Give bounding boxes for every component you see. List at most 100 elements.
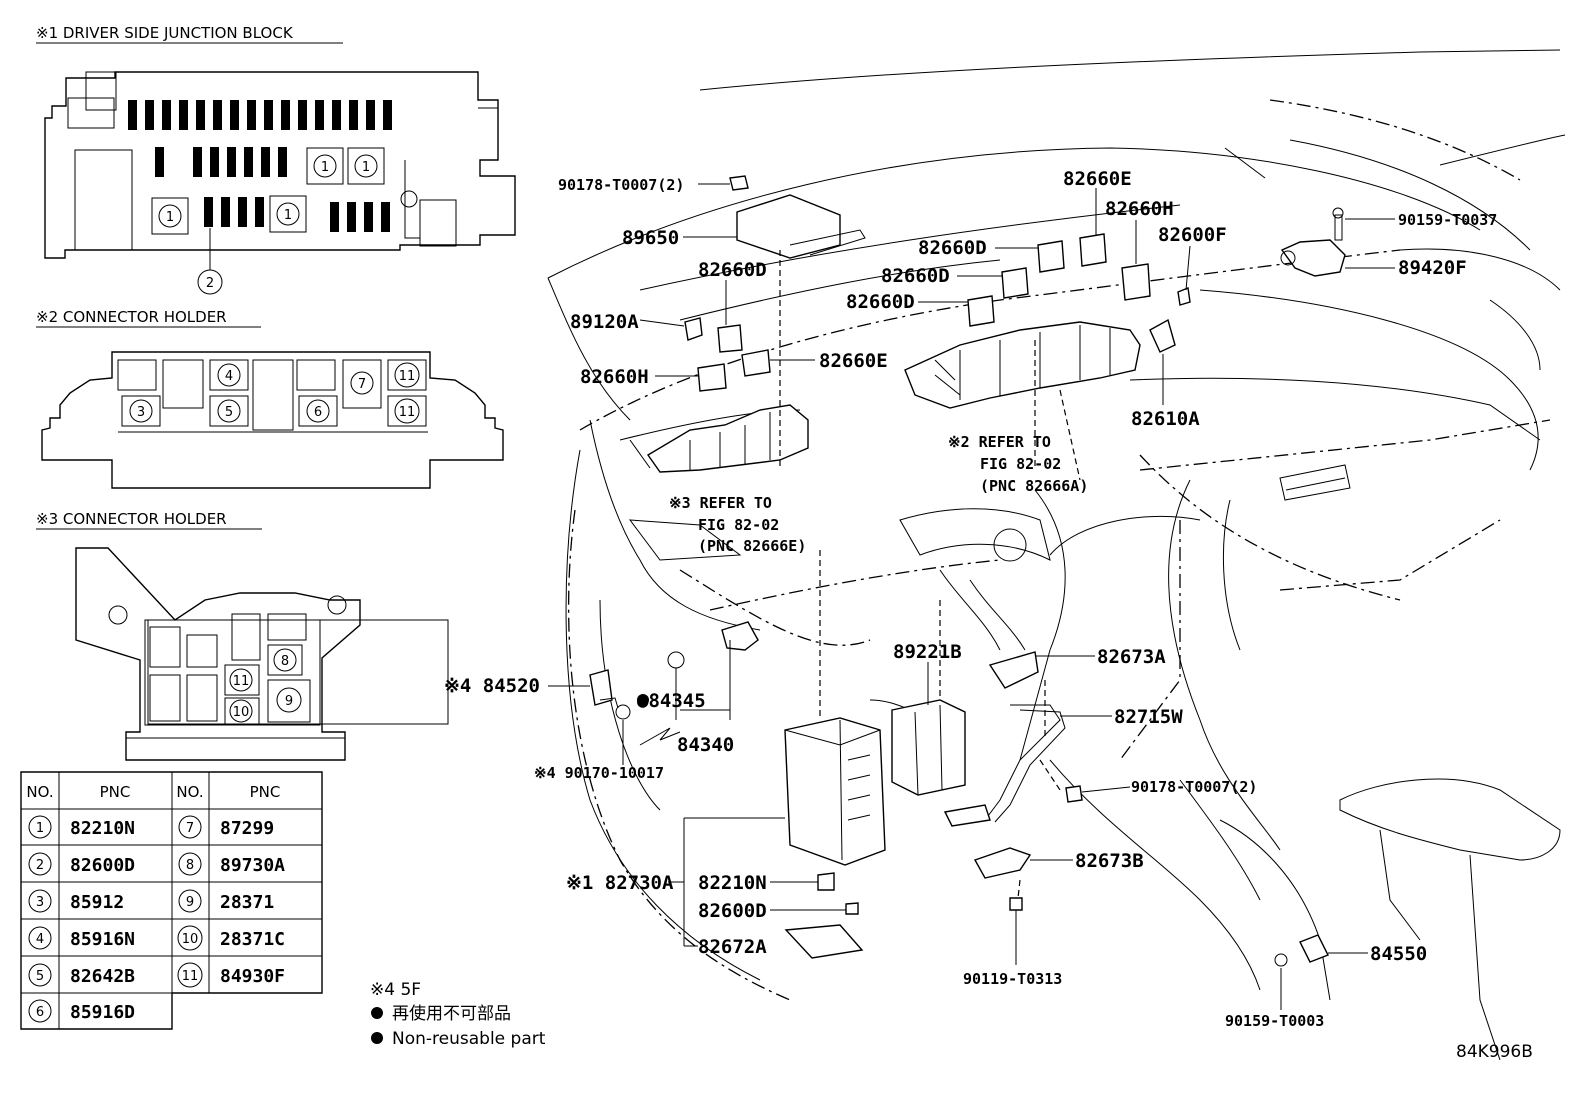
table-header-pnc: PNC — [100, 783, 131, 801]
label-90170-10017: ※4 90170-10017 — [534, 764, 664, 782]
table-header-no: NO. — [26, 783, 53, 801]
svg-text:6: 6 — [36, 1005, 44, 1020]
label-82600D: 82600D — [698, 900, 767, 922]
dashed-guides — [779, 250, 1081, 899]
label-82715W: 82715W — [1114, 706, 1183, 728]
label-82673B: 82673B — [1075, 850, 1144, 872]
svg-text:84930F: 84930F — [220, 966, 285, 987]
junction-block-drawing: 1 1 1 1 2 — [44, 71, 516, 295]
label-82210N: 82210N — [698, 872, 767, 894]
label-82660E-left: 82660E — [819, 350, 888, 372]
label-82660D-b: 82660D — [881, 265, 950, 287]
svg-text:89730A: 89730A — [220, 855, 285, 876]
note-non-reusable: Non-reusable part — [392, 1029, 546, 1049]
svg-text:85916D: 85916D — [70, 1002, 135, 1023]
non-reusable-dot-icon — [371, 1007, 383, 1019]
dashboard-outline — [547, 49, 1566, 1061]
ref2-line3: (PNC 82666A) — [980, 477, 1088, 495]
svg-text:7: 7 — [358, 377, 366, 392]
svg-text:10: 10 — [182, 932, 199, 947]
label-82660D-a: 82660D — [918, 237, 987, 259]
label-82660D-left: 82660D — [698, 259, 767, 281]
svg-text:10: 10 — [233, 705, 250, 720]
svg-text:11: 11 — [399, 405, 416, 420]
svg-text:1: 1 — [362, 160, 370, 175]
table-header-pnc: PNC — [250, 783, 281, 801]
label-84340: 84340 — [677, 734, 734, 756]
parts-shapes — [589, 175, 1346, 967]
label-84345: ●84345 — [637, 690, 706, 712]
svg-text:1: 1 — [36, 821, 44, 836]
connector-holder-2-drawing: 4 7 11 3 5 6 11 — [41, 351, 504, 489]
table-row: 4 85916N — [28, 926, 135, 950]
svg-text:3: 3 — [137, 405, 145, 420]
svg-text:1: 1 — [166, 210, 174, 225]
svg-text:7: 7 — [186, 821, 194, 836]
table-row: 10 28371C — [177, 925, 285, 951]
label-89650: 89650 — [622, 227, 679, 249]
label-82610A: 82610A — [1131, 408, 1200, 430]
ref3-line1: ※3 REFER TO — [669, 494, 772, 512]
label-90119-T0313: 90119-T0313 — [963, 970, 1062, 988]
table-row: 9 28371 — [178, 889, 274, 913]
svg-text:85912: 85912 — [70, 892, 124, 913]
svg-text:9: 9 — [186, 895, 194, 910]
table-row: 1 82210N — [28, 815, 135, 839]
svg-text:28371C: 28371C — [220, 929, 285, 950]
svg-text:2: 2 — [206, 276, 214, 291]
svg-text:2: 2 — [36, 858, 44, 873]
label-90178-top: 90178-T0007(2) — [558, 176, 684, 194]
table-header-no: NO. — [176, 783, 203, 801]
label-82660E-top: 82660E — [1063, 168, 1132, 190]
note-japanese: 再使用不可部品 — [392, 1003, 511, 1024]
pnc-table: NO. PNC NO. PNC 1 82210N 2 82600D 3 8591… — [20, 771, 323, 1030]
section1-title: ※1 DRIVER SIDE JUNCTION BLOCK — [36, 24, 294, 42]
svg-text:11: 11 — [399, 369, 416, 384]
label-82673A: 82673A — [1097, 646, 1166, 668]
svg-text:3: 3 — [36, 895, 44, 910]
table-row: 11 84930F — [177, 962, 285, 988]
svg-text:1: 1 — [284, 208, 292, 223]
ref2-line1: ※2 REFER TO — [948, 433, 1051, 451]
svg-text:11: 11 — [182, 969, 199, 984]
svg-text:5: 5 — [36, 969, 44, 984]
label-90159-T0003: 90159-T0003 — [1225, 1012, 1324, 1030]
svg-text:82642B: 82642B — [70, 966, 135, 987]
label-89120A: 89120A — [570, 311, 639, 333]
label-90178-bottom: 90178-T0007(2) — [1131, 778, 1257, 796]
svg-text:9: 9 — [285, 694, 293, 709]
svg-text:82600D: 82600D — [70, 855, 135, 876]
ref2-line2: FIG 82-02 — [980, 455, 1061, 473]
svg-text:4: 4 — [225, 369, 233, 384]
label-90159-T0037: 90159-T0037 — [1398, 211, 1497, 229]
table-row: 6 85916D — [28, 999, 135, 1023]
ref3-line2: FIG 82-02 — [698, 516, 779, 534]
non-reusable-dot-icon — [371, 1032, 383, 1044]
label-82730A: ※1 82730A — [566, 872, 674, 894]
svg-text:82210N: 82210N — [70, 818, 135, 839]
svg-text:11: 11 — [233, 674, 250, 689]
svg-text:8: 8 — [186, 858, 194, 873]
label-89221B: 89221B — [893, 641, 962, 663]
label-84520: ※4 84520 — [444, 675, 540, 697]
label-82600F: 82600F — [1158, 224, 1227, 246]
svg-text:28371: 28371 — [220, 892, 274, 913]
figure-code: 84K996B — [1456, 1042, 1533, 1062]
label-82672A: 82672A — [698, 936, 767, 958]
connector-holder-3-drawing: 8 11 10 9 — [75, 547, 449, 761]
ref3-line3: (PNC 82666E) — [698, 537, 806, 555]
label-82660H-left: 82660H — [580, 366, 649, 388]
table-row: 2 82600D — [28, 852, 135, 876]
label-84550: 84550 — [1370, 943, 1427, 965]
svg-text:6: 6 — [314, 405, 322, 420]
section2-title: ※2 CONNECTOR HOLDER — [36, 308, 227, 326]
label-82660D-c: 82660D — [846, 291, 915, 313]
note-5f: ※4 5F — [370, 980, 421, 1000]
section3-title: ※3 CONNECTOR HOLDER — [36, 510, 227, 528]
leader-lines — [548, 183, 1395, 1010]
svg-text:8: 8 — [281, 654, 289, 669]
label-89420F: 89420F — [1398, 257, 1467, 279]
table-row: 8 89730A — [178, 852, 285, 876]
table-row: 5 82642B — [28, 963, 135, 987]
